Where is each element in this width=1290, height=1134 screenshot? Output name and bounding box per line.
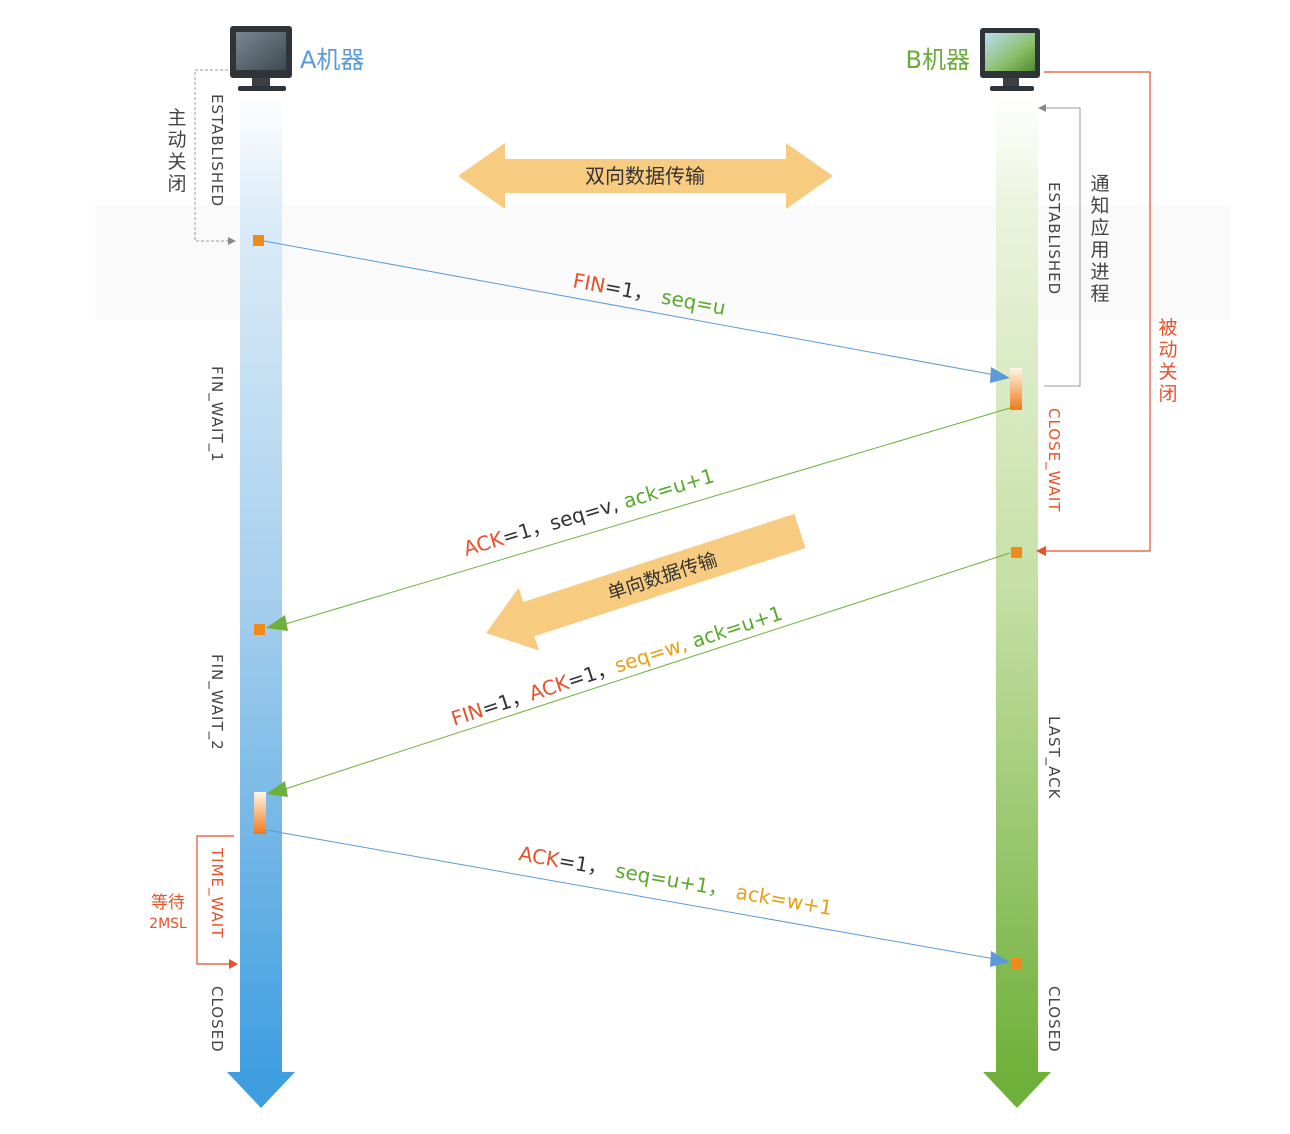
segment-ack-1-arrow bbox=[266, 407, 1011, 631]
state-b-last-ack: LAST_ACK bbox=[1044, 716, 1063, 800]
state-b-closed: CLOSED bbox=[1045, 986, 1063, 1053]
wait-label: 等待 bbox=[151, 893, 185, 913]
state-b-close-wait: CLOSE_WAIT bbox=[1044, 408, 1063, 512]
state-a-established: ESTABLISHED bbox=[208, 94, 226, 207]
passive-close-bracket bbox=[1036, 71, 1151, 556]
state-a-closed: CLOSED bbox=[208, 986, 226, 1053]
machine-b-label: B机器 bbox=[906, 46, 970, 74]
segment-fin-1-arrow bbox=[263, 240, 1010, 383]
state-a-fin-wait-2: FIN_WAIT_2 bbox=[207, 654, 226, 751]
segment-fin-1-label: FIN=1，seq=u bbox=[571, 268, 728, 320]
notify-app-label: 通知应用进程 bbox=[1090, 173, 1109, 305]
segment-ack-1-label: ACK=1，seq=v, ack=u+1 bbox=[461, 463, 717, 560]
event-marker-a-fin-received bbox=[254, 792, 266, 834]
background-band bbox=[95, 205, 1230, 320]
machine-a-label: A机器 bbox=[300, 46, 364, 74]
event-marker-b-ack-received bbox=[1011, 958, 1022, 969]
wait-2msl-bracket bbox=[196, 835, 238, 969]
event-marker-a-fin-sent bbox=[253, 235, 264, 246]
event-marker-a-ack-received bbox=[254, 624, 265, 635]
segment-ack-2-arrow bbox=[265, 829, 1010, 967]
computer-a-icon bbox=[230, 26, 292, 91]
state-b-established: ESTABLISHED bbox=[1045, 182, 1063, 295]
computer-b-icon bbox=[980, 28, 1040, 91]
active-close-label: 主动关闭 bbox=[167, 107, 186, 195]
active-close-bracket bbox=[194, 69, 236, 245]
notify-app-bracket bbox=[1038, 104, 1081, 387]
event-marker-b-fin-received bbox=[1010, 368, 1022, 410]
timeline-a bbox=[227, 95, 295, 1108]
timeline-b bbox=[983, 95, 1051, 1108]
segment-fin-2-arrow bbox=[266, 552, 1011, 797]
event-marker-b-fin-sent bbox=[1011, 547, 1022, 558]
state-a-fin-wait-1: FIN_WAIT_1 bbox=[207, 366, 226, 463]
bidirectional-transfer-arrow bbox=[458, 143, 833, 209]
state-a-time-wait: TIME_WAIT bbox=[207, 847, 226, 938]
passive-close-label: 被动关闭 bbox=[1158, 317, 1177, 405]
segment-ack-2-label: ACK=1，seq=u+1，ack=w+1 bbox=[517, 841, 834, 920]
bidirectional-transfer-label: 双向数据传输 bbox=[585, 164, 705, 188]
wait-2msl-label: 2MSL bbox=[149, 916, 187, 932]
